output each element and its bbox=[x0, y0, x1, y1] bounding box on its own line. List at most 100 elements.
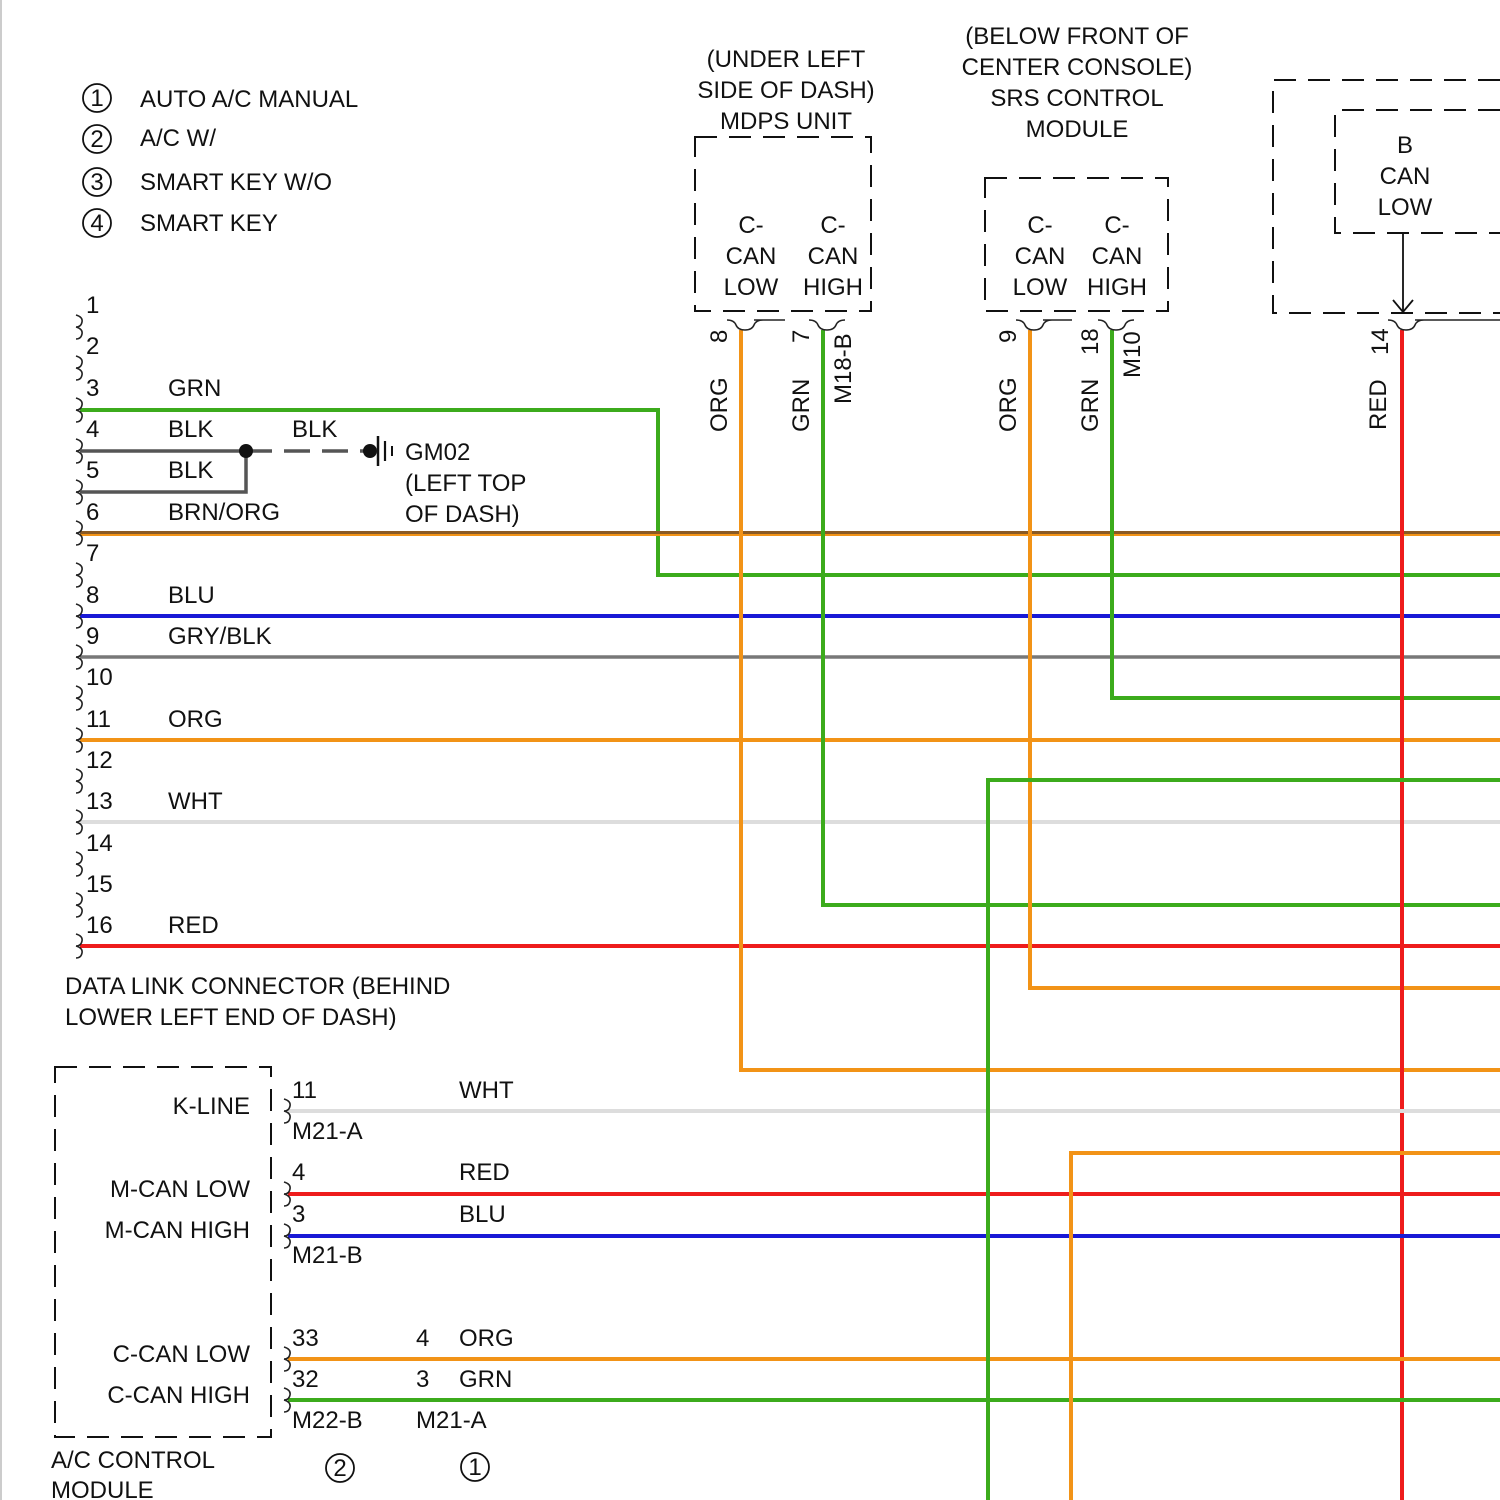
srs-location: (BELOW FRONT OF bbox=[965, 23, 1189, 50]
dlc-pin-number: 1 bbox=[86, 292, 99, 319]
dlc-pin-number: 9 bbox=[86, 623, 99, 650]
ground-name: GM02 bbox=[405, 439, 470, 466]
dlc-wire-color-label: BRN/ORG bbox=[168, 499, 280, 526]
dlc-title: DATA LINK CONNECTOR (BEHIND bbox=[65, 973, 450, 1000]
dlc-pin-number: 16 bbox=[86, 912, 113, 939]
ac-wire-color: WHT bbox=[459, 1077, 514, 1104]
dlc-pin-number: 6 bbox=[86, 499, 99, 526]
ground-gm02: BLK GM02 (LEFT TOP OF DASH) bbox=[80, 416, 526, 528]
ac-pin-number-alt: 4 bbox=[416, 1325, 429, 1352]
dlc-pin-number: 4 bbox=[86, 416, 99, 443]
connector-terminal-icon bbox=[76, 563, 82, 587]
connector-terminal-icon bbox=[76, 852, 82, 876]
dlc-pin-number: 13 bbox=[86, 788, 113, 815]
connector-terminal-icon bbox=[1388, 320, 1500, 330]
legend-number: 4 bbox=[90, 210, 103, 237]
mdps-location: SIDE OF DASH) bbox=[697, 77, 874, 104]
ac-note-1: 1 bbox=[461, 1453, 489, 1481]
bcan-module: B CAN LOW 14 RED bbox=[1273, 80, 1500, 430]
ground-dot-icon bbox=[363, 444, 377, 458]
mdps-terminal-label: C- bbox=[738, 212, 763, 239]
ac-pin-number: 4 bbox=[292, 1159, 305, 1186]
mdps-terminal-label: C- bbox=[820, 212, 845, 239]
dlc-pin-number: 2 bbox=[86, 333, 99, 360]
srs-terminal-label: CAN bbox=[1092, 243, 1143, 270]
dlc-wire-color-label: BLU bbox=[168, 582, 215, 609]
note-number: 2 bbox=[333, 1455, 346, 1482]
wire-org-vertical-1071 bbox=[1071, 1153, 1500, 1500]
legend-number: 2 bbox=[90, 126, 103, 153]
dlc-pin-number: 5 bbox=[86, 457, 99, 484]
dlc-pin-number: 14 bbox=[86, 830, 113, 857]
mdps-terminal-label: CAN bbox=[808, 243, 859, 270]
ac-module-title: A/C CONTROL bbox=[51, 1447, 215, 1474]
ac-connector-id: M22-B bbox=[292, 1407, 363, 1434]
srs-location: CENTER CONSOLE) bbox=[962, 54, 1193, 81]
connector-terminal-icon bbox=[809, 320, 845, 330]
ac-connector-id: M21-B bbox=[292, 1242, 363, 1269]
ground-symbol-icon bbox=[378, 436, 392, 466]
legend-item-3: 3 SMART KEY W/O bbox=[83, 168, 332, 196]
connector-terminal-icon bbox=[76, 315, 82, 339]
srs-wire-color: ORG bbox=[995, 377, 1022, 432]
bcan-label: CAN bbox=[1380, 163, 1431, 190]
legend: 1 AUTO A/C MANUAL 2 A/C W/ 3 SMART KEY W… bbox=[83, 84, 358, 237]
ac-pin-number-alt: 3 bbox=[416, 1366, 429, 1393]
srs-control-module: (BELOW FRONT OF CENTER CONSOLE) SRS CONT… bbox=[962, 23, 1193, 432]
mdps-terminal-label: CAN bbox=[726, 243, 777, 270]
dlc-pin-number: 10 bbox=[86, 664, 113, 691]
dlc-wire-color-label: GRN bbox=[168, 375, 221, 402]
srs-terminal-label: C- bbox=[1027, 212, 1052, 239]
ac-wire-color: GRN bbox=[459, 1366, 512, 1393]
ac-module-title: MODULE bbox=[51, 1477, 154, 1500]
ac-connector-id: M21-A bbox=[416, 1407, 487, 1434]
wire-grn-vertical-988 bbox=[988, 780, 1500, 1500]
ac-pin-number: 33 bbox=[292, 1325, 319, 1352]
data-link-connector: 1 2 3 4 5 6 7 8 9 10 11 12 13 14 15 16 G… bbox=[65, 292, 450, 1031]
dlc-wire-color-label: GRY/BLK bbox=[168, 623, 272, 650]
dlc-wire-color-label: ORG bbox=[168, 706, 223, 733]
srs-connector-id: M10 bbox=[1119, 331, 1146, 378]
mdps-wire-color: GRN bbox=[788, 379, 815, 432]
ac-pin-number: 11 bbox=[292, 1077, 317, 1104]
ground-wire-color: BLK bbox=[292, 416, 337, 443]
ac-function-label: M-CAN HIGH bbox=[105, 1217, 250, 1244]
mdps-name: MDPS UNIT bbox=[720, 108, 852, 135]
srs-pin-number: 18 bbox=[1077, 328, 1104, 355]
legend-number: 1 bbox=[90, 85, 103, 112]
note-number: 1 bbox=[468, 1454, 481, 1481]
ac-pin-number: 3 bbox=[292, 1201, 305, 1228]
legend-item-4: 4 SMART KEY bbox=[83, 209, 278, 237]
ac-connector-id: M21-A bbox=[292, 1118, 363, 1145]
connector-terminal-icon bbox=[1016, 320, 1072, 330]
connector-terminal-icon bbox=[76, 356, 82, 380]
legend-text: A/C W/ bbox=[140, 125, 216, 152]
dlc-pin-number: 12 bbox=[86, 747, 113, 774]
dlc-title: LOWER LEFT END OF DASH) bbox=[65, 1004, 397, 1031]
legend-text: SMART KEY bbox=[140, 210, 278, 237]
ac-wire-color: RED bbox=[459, 1159, 510, 1186]
legend-text: AUTO A/C MANUAL bbox=[140, 86, 358, 113]
ground-location: (LEFT TOP bbox=[405, 470, 526, 497]
dlc-pin-number: 3 bbox=[86, 375, 99, 402]
ac-function-label: C-CAN HIGH bbox=[107, 1382, 250, 1409]
bcan-wire-color: RED bbox=[1365, 379, 1392, 430]
splice-dot-icon bbox=[239, 444, 253, 458]
srs-terminal-label: HIGH bbox=[1087, 274, 1147, 301]
bcan-label: LOW bbox=[1378, 194, 1433, 221]
bcan-label: B bbox=[1397, 132, 1413, 159]
connector-terminal-icon bbox=[76, 769, 82, 793]
srs-terminal-label: C- bbox=[1104, 212, 1129, 239]
dlc-wire-color-label: BLK bbox=[168, 457, 213, 484]
dlc-pin-number: 7 bbox=[86, 540, 99, 567]
dlc-pin-number: 8 bbox=[86, 582, 99, 609]
mdps-terminal-label: HIGH bbox=[803, 274, 863, 301]
ground-location: OF DASH) bbox=[405, 501, 520, 528]
srs-terminal-label: CAN bbox=[1015, 243, 1066, 270]
ac-wire-color: ORG bbox=[459, 1325, 514, 1352]
arrow-down-icon bbox=[1393, 234, 1413, 312]
mdps-pin-number: 7 bbox=[788, 330, 815, 343]
ac-note-2: 2 bbox=[326, 1454, 354, 1482]
srs-wire-color: GRN bbox=[1077, 379, 1104, 432]
mdps-terminal-label: LOW bbox=[724, 274, 779, 301]
